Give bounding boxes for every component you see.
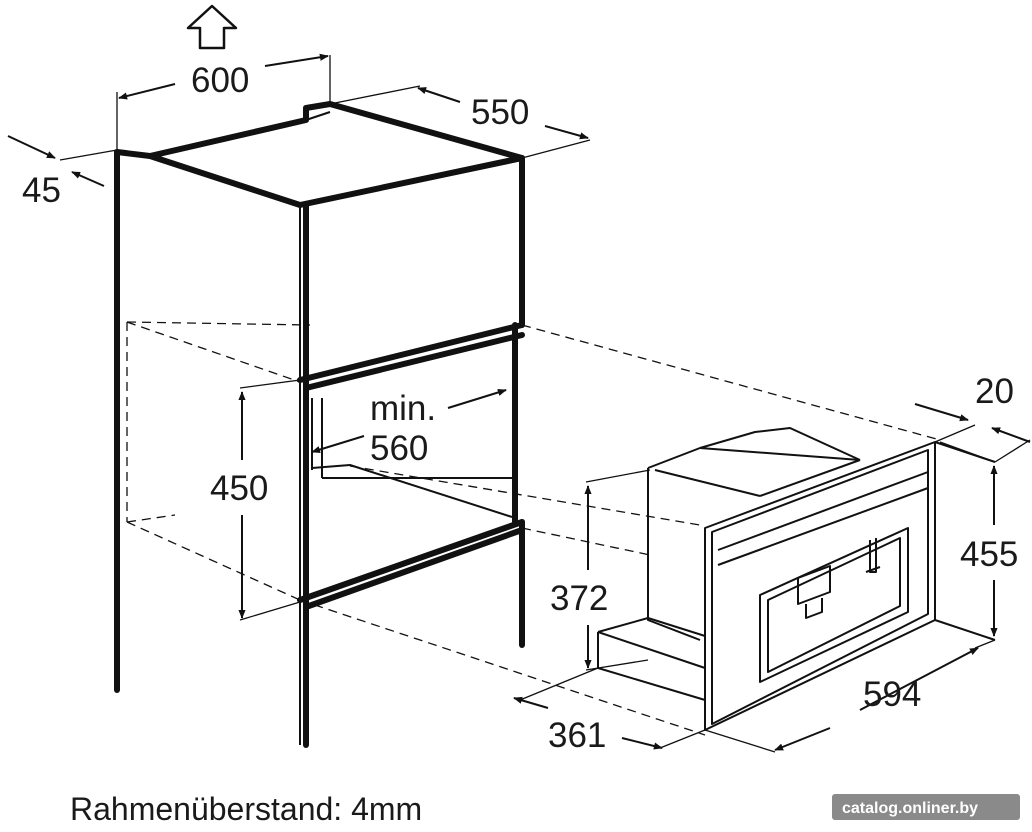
dim-frame-overhang: 20 <box>975 372 1014 411</box>
caption-frame-overhang: Rahmenüberstand: 4mm <box>70 791 422 827</box>
dim-niche-min-label: min. <box>370 389 436 428</box>
dim-cabinet-width: 600 <box>191 61 249 100</box>
cabinet-outline <box>114 101 525 748</box>
projection-lines <box>126 321 941 736</box>
dimension-lines <box>7 53 1031 753</box>
dim-appliance-width: 594 <box>863 675 921 714</box>
dim-cabinet-inset: 45 <box>22 171 61 210</box>
dim-appliance-depth: 361 <box>548 716 606 755</box>
watermark: catalog.onliner.by <box>832 794 1020 820</box>
dim-niche-height: 450 <box>210 469 268 508</box>
watermark-text: catalog.onliner.by <box>842 800 978 817</box>
dim-appliance-height: 455 <box>960 535 1018 574</box>
dim-niche-min-value: 560 <box>370 429 428 468</box>
dim-appliance-body-height: 372 <box>550 579 608 618</box>
up-arrow-icon <box>186 4 238 50</box>
appliance-drawing <box>597 427 996 731</box>
dim-cabinet-depth: 550 <box>471 93 529 132</box>
